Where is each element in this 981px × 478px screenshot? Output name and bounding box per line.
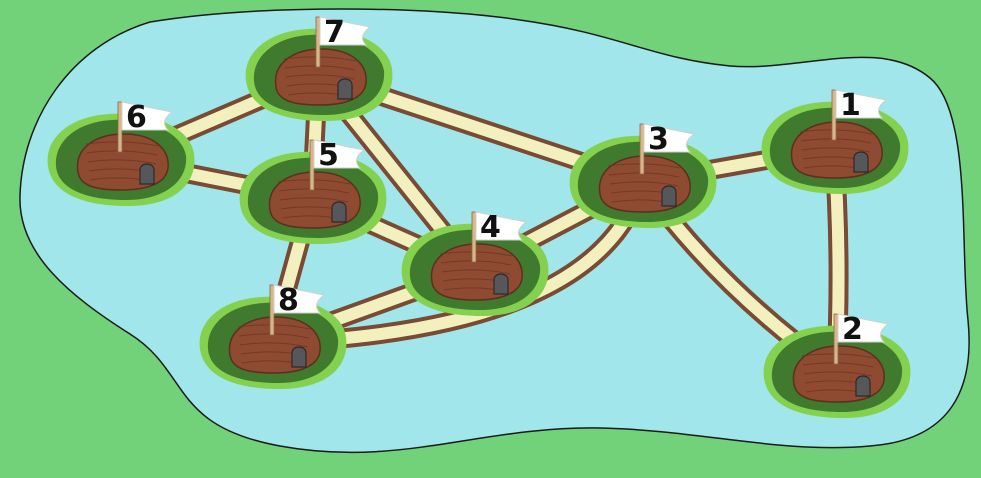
island-6[interactable]: 6 (47, 100, 195, 206)
mound-texture-line (803, 371, 873, 377)
flag-icon (319, 16, 372, 46)
flag-icon (837, 313, 890, 343)
flag-icon (835, 89, 888, 119)
flag-pole (639, 123, 645, 175)
door-icon (337, 78, 353, 100)
flag-icon (643, 123, 696, 153)
island-label: 3 (648, 122, 669, 157)
flag-pole (471, 211, 477, 263)
mound-texture-line (609, 181, 679, 187)
island-8[interactable]: 8 (199, 283, 347, 389)
mound-texture-line (239, 342, 309, 348)
mound-texture-line (801, 353, 875, 359)
mound-texture-line (277, 179, 351, 185)
island-label: 5 (318, 138, 339, 173)
island-label: 1 (840, 88, 861, 123)
mound-texture-line (608, 172, 680, 178)
door-icon (855, 375, 871, 397)
island-4[interactable]: 4 (401, 210, 549, 316)
mound-texture-line (439, 251, 513, 257)
flag-pole (831, 89, 837, 141)
island-3[interactable]: 3 (569, 122, 717, 228)
mound-texture-line (279, 197, 349, 203)
island-1[interactable]: 1 (761, 88, 909, 194)
island-5[interactable]: 5 (239, 138, 387, 244)
island-label: 8 (278, 283, 299, 318)
island-7[interactable]: 7 (245, 15, 393, 121)
door-icon (661, 185, 677, 207)
door-icon (331, 201, 347, 223)
mound-texture-line (283, 56, 357, 62)
mound-texture-line (441, 269, 511, 275)
flag-icon (475, 211, 528, 241)
island-label: 4 (480, 210, 501, 245)
flag-pole (117, 101, 123, 153)
flag-icon (273, 284, 326, 314)
mound-texture-line (237, 324, 311, 330)
mound-texture-line (87, 159, 157, 165)
door-icon (291, 346, 307, 368)
mound-texture-line (285, 74, 355, 80)
flag-pole (315, 16, 321, 68)
mound-texture-line (86, 150, 158, 156)
mound-texture-line (802, 362, 874, 368)
flag-pole (269, 284, 275, 336)
flag-icon (121, 101, 174, 131)
islands-layer: 7 6 5 4 3 1 8 2 (47, 15, 911, 418)
mound-texture-line (440, 260, 512, 266)
island-2[interactable]: 2 (763, 312, 911, 418)
island-label: 6 (126, 100, 147, 135)
door-icon (853, 151, 869, 173)
mound-texture-line (607, 163, 681, 169)
flag-icon (313, 139, 366, 169)
mound-texture-line (800, 138, 872, 144)
door-icon (139, 163, 155, 185)
island-label: 7 (324, 15, 345, 50)
flag-pole (309, 139, 315, 191)
island-label: 2 (842, 312, 863, 347)
door-icon (493, 273, 509, 295)
mound-texture-line (799, 129, 873, 135)
mound-texture-line (85, 141, 159, 147)
mound-texture-line (238, 333, 310, 339)
flag-pole (833, 313, 839, 365)
mound-texture-line (284, 65, 356, 71)
mound-texture-line (278, 188, 350, 194)
mound-texture-line (801, 147, 871, 153)
